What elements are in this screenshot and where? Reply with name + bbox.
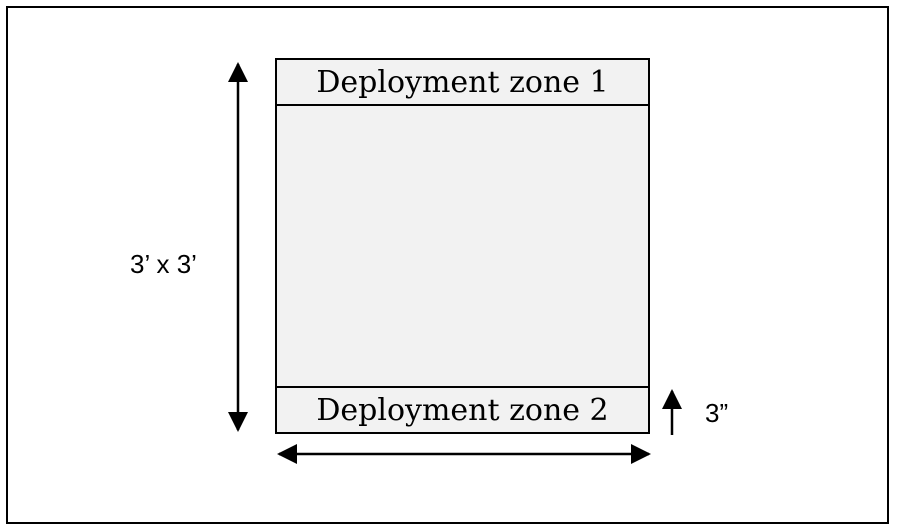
deployment-zone-1-label: Deployment zone 1: [316, 64, 609, 100]
deployment-zone-2: Deployment zone 2: [277, 386, 648, 432]
board-size-label: 3’ x 3’: [130, 249, 197, 279]
game-board: Deployment zone 1 Deployment zone 2: [275, 58, 650, 434]
deployment-zone-2-label: Deployment zone 2: [316, 392, 609, 428]
zone-depth-label: 3”: [705, 398, 729, 428]
deployment-zone-1: Deployment zone 1: [277, 60, 648, 106]
